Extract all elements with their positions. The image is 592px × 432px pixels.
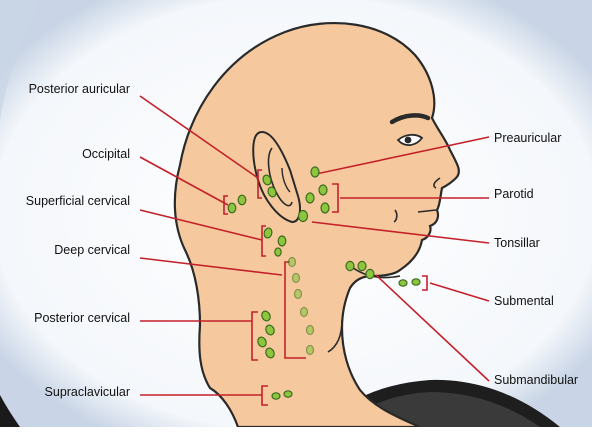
- label-superficial-cervical: Superficial cervical: [26, 194, 130, 208]
- label-supraclavicular: Supraclavicular: [45, 385, 130, 399]
- pupil: [405, 137, 412, 144]
- node-preauricular: [311, 167, 319, 177]
- node-deep-cervical: [307, 346, 314, 355]
- node-submandibular: [346, 261, 354, 270]
- node-superficial-cervical: [275, 248, 281, 256]
- node-submandibular: [358, 261, 366, 270]
- node-deep-cervical: [307, 326, 314, 335]
- node-submandibular: [366, 269, 374, 278]
- node-deep-cervical: [301, 308, 308, 317]
- node-submental: [412, 279, 420, 285]
- node-tonsillar: [299, 211, 308, 222]
- node-occipital: [228, 203, 236, 213]
- node-submental: [399, 280, 407, 286]
- label-deep-cervical: Deep cervical: [54, 243, 130, 257]
- label-posterior-cervical: Posterior cervical: [34, 311, 130, 325]
- node-superficial-cervical: [278, 236, 286, 246]
- label-preauricular: Preauricular: [494, 131, 561, 145]
- node-occipital: [238, 195, 246, 205]
- label-posterior-auricular: Posterior auricular: [29, 82, 130, 96]
- node-deep-cervical: [293, 274, 300, 283]
- node-parotid: [319, 185, 327, 195]
- node-supraclavicular: [284, 391, 292, 397]
- label-submandibular: Submandibular: [494, 373, 578, 387]
- label-parotid: Parotid: [494, 187, 534, 201]
- label-submental: Submental: [494, 294, 554, 308]
- node-parotid: [306, 193, 314, 203]
- node-supraclavicular: [272, 393, 280, 399]
- node-parotid: [321, 203, 329, 213]
- label-occipital: Occipital: [82, 147, 130, 161]
- label-tonsillar: Tonsillar: [494, 236, 540, 250]
- node-deep-cervical: [295, 290, 302, 299]
- node-deep-cervical: [289, 258, 296, 267]
